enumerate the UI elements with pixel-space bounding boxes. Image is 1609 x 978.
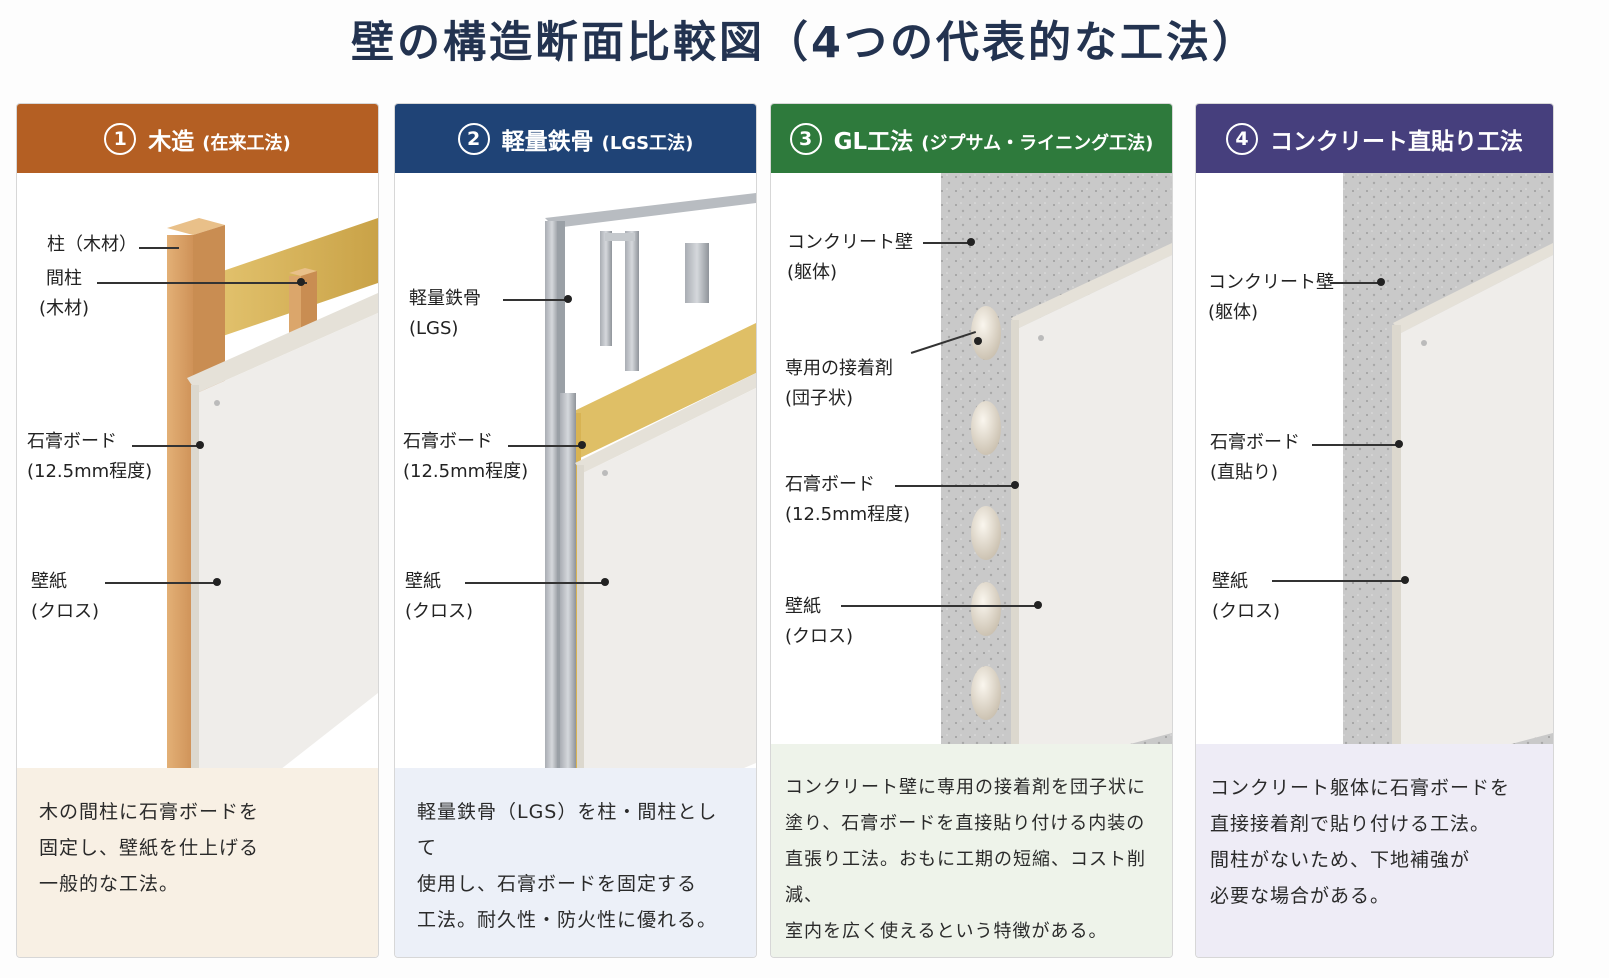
panel-title: コンクリート直貼り工法 xyxy=(1270,128,1523,155)
label-adhesive: 専用の接着剤(団子状) xyxy=(785,358,893,409)
label-wallpaper: 壁紙(クロス) xyxy=(405,571,474,622)
panel-direct: 4 コンクリート直貼り工法 コンクリート壁(躯体) 石膏ボード(直貼り) 壁紙(… xyxy=(1195,103,1554,958)
panel-number: 2 xyxy=(457,122,490,155)
direct-wall-illustration xyxy=(1343,173,1553,773)
gypsum-board-edge xyxy=(1393,243,1553,333)
label-post: 柱（木材） xyxy=(47,234,137,255)
panel-title: 軽量鉄骨 xyxy=(501,128,594,155)
label-steel: 軽量鉄骨(LGS) xyxy=(409,288,481,339)
adhesive-dab xyxy=(971,306,1001,360)
panel-subtitle: (LGS工法) xyxy=(601,132,694,154)
label-wallpaper: 壁紙(クロス) xyxy=(785,596,854,647)
gypsum-board xyxy=(197,313,378,835)
panel-description: コンクリート壁に専用の接着剤を団子状に 塗り、石膏ボードを直接貼り付ける内装の … xyxy=(771,744,1172,957)
page-title: 壁の構造断面比較図（4つの代表的な工法） xyxy=(351,18,1258,68)
label-stud: 間柱(木材) xyxy=(39,268,90,319)
steel-top-track xyxy=(545,193,756,228)
panel-subtitle: (ジプサム・ライニング工法) xyxy=(921,132,1154,154)
insulation xyxy=(570,323,756,458)
lgs-wall-illustration xyxy=(545,193,756,835)
panel-subtitle: (在来工法) xyxy=(202,132,291,154)
panel-title: GL工法 xyxy=(833,128,914,155)
wood-post xyxy=(167,218,225,235)
panel-header: 2 軽量鉄骨 (LGS工法) xyxy=(395,104,756,173)
label-wallpaper: 壁紙(クロス) xyxy=(1212,571,1281,622)
label-concrete: コンクリート壁(躯体) xyxy=(1208,272,1334,323)
panel-description: 軽量鉄骨（LGS）を柱・間柱として 使用し、石膏ボードを固定する 工法。耐久性・… xyxy=(395,768,756,957)
gypsum-board xyxy=(1401,255,1553,773)
panel-number: 3 xyxy=(789,122,822,155)
adhesive-dab xyxy=(971,666,1001,720)
adhesive-dab xyxy=(971,506,1001,560)
label-board: 石膏ボード(直貼り) xyxy=(1210,432,1300,483)
label-board: 石膏ボード(12.5mm程度) xyxy=(27,431,153,482)
gypsum-board-edge xyxy=(187,293,378,393)
wood-stud xyxy=(289,268,317,276)
panel-header: 1 木造 (在来工法) xyxy=(17,104,378,173)
gypsum-board xyxy=(583,388,756,835)
steel-stud xyxy=(545,221,559,831)
gypsum-board xyxy=(1019,255,1172,773)
gypsum-board-edge xyxy=(575,373,756,473)
adhesive-dab xyxy=(971,582,1001,636)
panel-header: 4 コンクリート直貼り工法 xyxy=(1196,104,1553,173)
label-board: 石膏ボード(12.5mm程度) xyxy=(785,474,911,525)
label-concrete: コンクリート壁(躯体) xyxy=(787,232,913,283)
panel-gl: 3 GL工法 (ジプサム・ライニング工法) コンクリート壁(躯体) 専用の接着剤… xyxy=(770,103,1173,958)
gypsum-board-edge xyxy=(1011,243,1172,328)
label-wallpaper: 壁紙(クロス) xyxy=(31,571,100,622)
panel-description: コンクリート躯体に石膏ボードを 直接接着剤で貼り付ける工法。 間柱がないため、下… xyxy=(1196,744,1553,957)
panel-header: 3 GL工法 (ジプサム・ライニング工法) xyxy=(771,104,1172,173)
panel-title: 木造 xyxy=(148,128,195,155)
panel-number: 1 xyxy=(104,122,137,155)
panel-number: 4 xyxy=(1226,122,1258,155)
wood-wall-illustration xyxy=(167,218,378,835)
panel-description: 木の間柱に石膏ボードを 固定し、壁紙を仕上げる 一般的な工法。 xyxy=(17,768,378,957)
panel-lgs: 2 軽量鉄骨 (LGS工法) 軽量鉄骨(LGS) 石膏ボード(12.5mm程度) xyxy=(394,103,757,958)
panel-wooden: 1 木造 (在来工法) 柱（木材） 間柱(木材) 石膏ボード(12.5mm程度)… xyxy=(16,103,379,958)
adhesive-dab xyxy=(971,401,1001,455)
wood-post-front xyxy=(167,235,193,835)
gl-wall-illustration xyxy=(941,173,1172,773)
label-board: 石膏ボード(12.5mm程度) xyxy=(403,431,529,482)
